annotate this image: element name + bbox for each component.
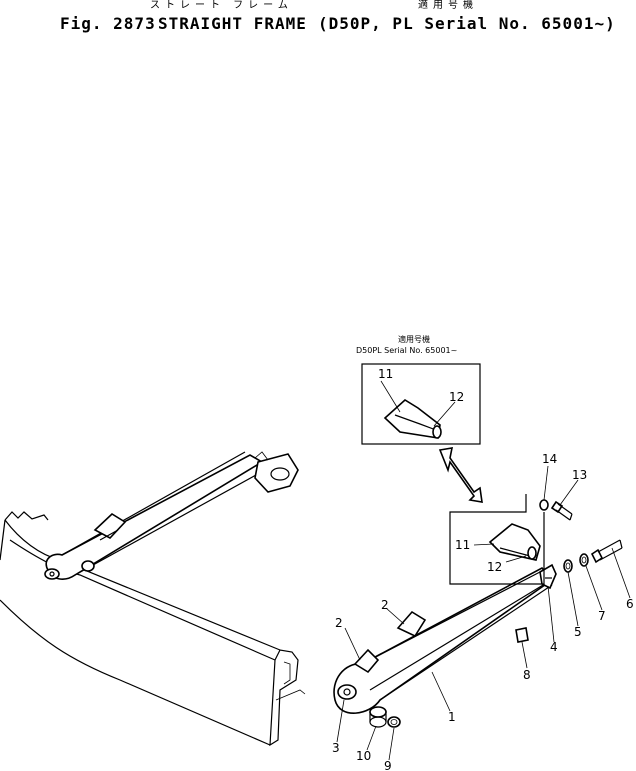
part-8-block: [515, 627, 529, 643]
callout-2a: 2: [335, 616, 343, 630]
header: ストレート フレーム 適用号機 Fig. 2873 STRAIGHT FRAME…: [0, 0, 636, 40]
callout-3: 3: [332, 741, 340, 755]
callout-13: 13: [572, 468, 587, 482]
detail-note-japanese: 適用号機: [398, 334, 430, 344]
callout-5: 5: [574, 625, 582, 639]
callout-6: 6: [626, 597, 634, 611]
interchange-arrow: [438, 447, 483, 503]
callout-11-top: 11: [378, 367, 393, 381]
callout-1: 1: [448, 710, 456, 724]
part-6-bolt: [590, 539, 623, 564]
callout-8: 8: [523, 668, 531, 682]
figure-number: Fig. 2873: [60, 14, 156, 33]
callout-4: 4: [550, 640, 558, 654]
part-14-washer: [539, 499, 549, 511]
part-10-bushing: [369, 706, 387, 728]
part-7-washer: [579, 553, 589, 567]
part-13-bolt: [550, 500, 573, 521]
detail-note-serial: D50PL Serial No. 65001~: [356, 346, 457, 355]
callout-2b: 2: [381, 598, 389, 612]
part-9-ring: [387, 716, 401, 728]
blade: [0, 511, 306, 747]
callout-9: 9: [384, 759, 392, 771]
detail-box-top: 適用号機 D50PL Serial No. 65001~: [356, 334, 481, 445]
applicable-serial: (D50P, PL Serial No. 65001~): [318, 14, 616, 33]
applicable-japanese: 適用号機: [418, 0, 478, 11]
callout-12-top: 12: [449, 390, 464, 404]
callout-10: 10: [356, 749, 371, 763]
detail-box-lower: [449, 494, 545, 585]
part-name: STRAIGHT FRAME: [158, 14, 307, 33]
callout-7: 7: [598, 609, 606, 623]
title-japanese: ストレート フレーム: [150, 0, 293, 11]
part-5-washer: [563, 559, 573, 573]
callout-12-lower: 12: [487, 560, 502, 574]
left-frame: [44, 451, 299, 580]
callout-labels: 1 2 2 3 4 5 6 7 8 9 10 11 12 11 12 13 14: [332, 367, 634, 771]
callout-14: 14: [542, 452, 557, 466]
callout-11-lower: 11: [455, 538, 470, 552]
leader-lines: [336, 380, 631, 761]
